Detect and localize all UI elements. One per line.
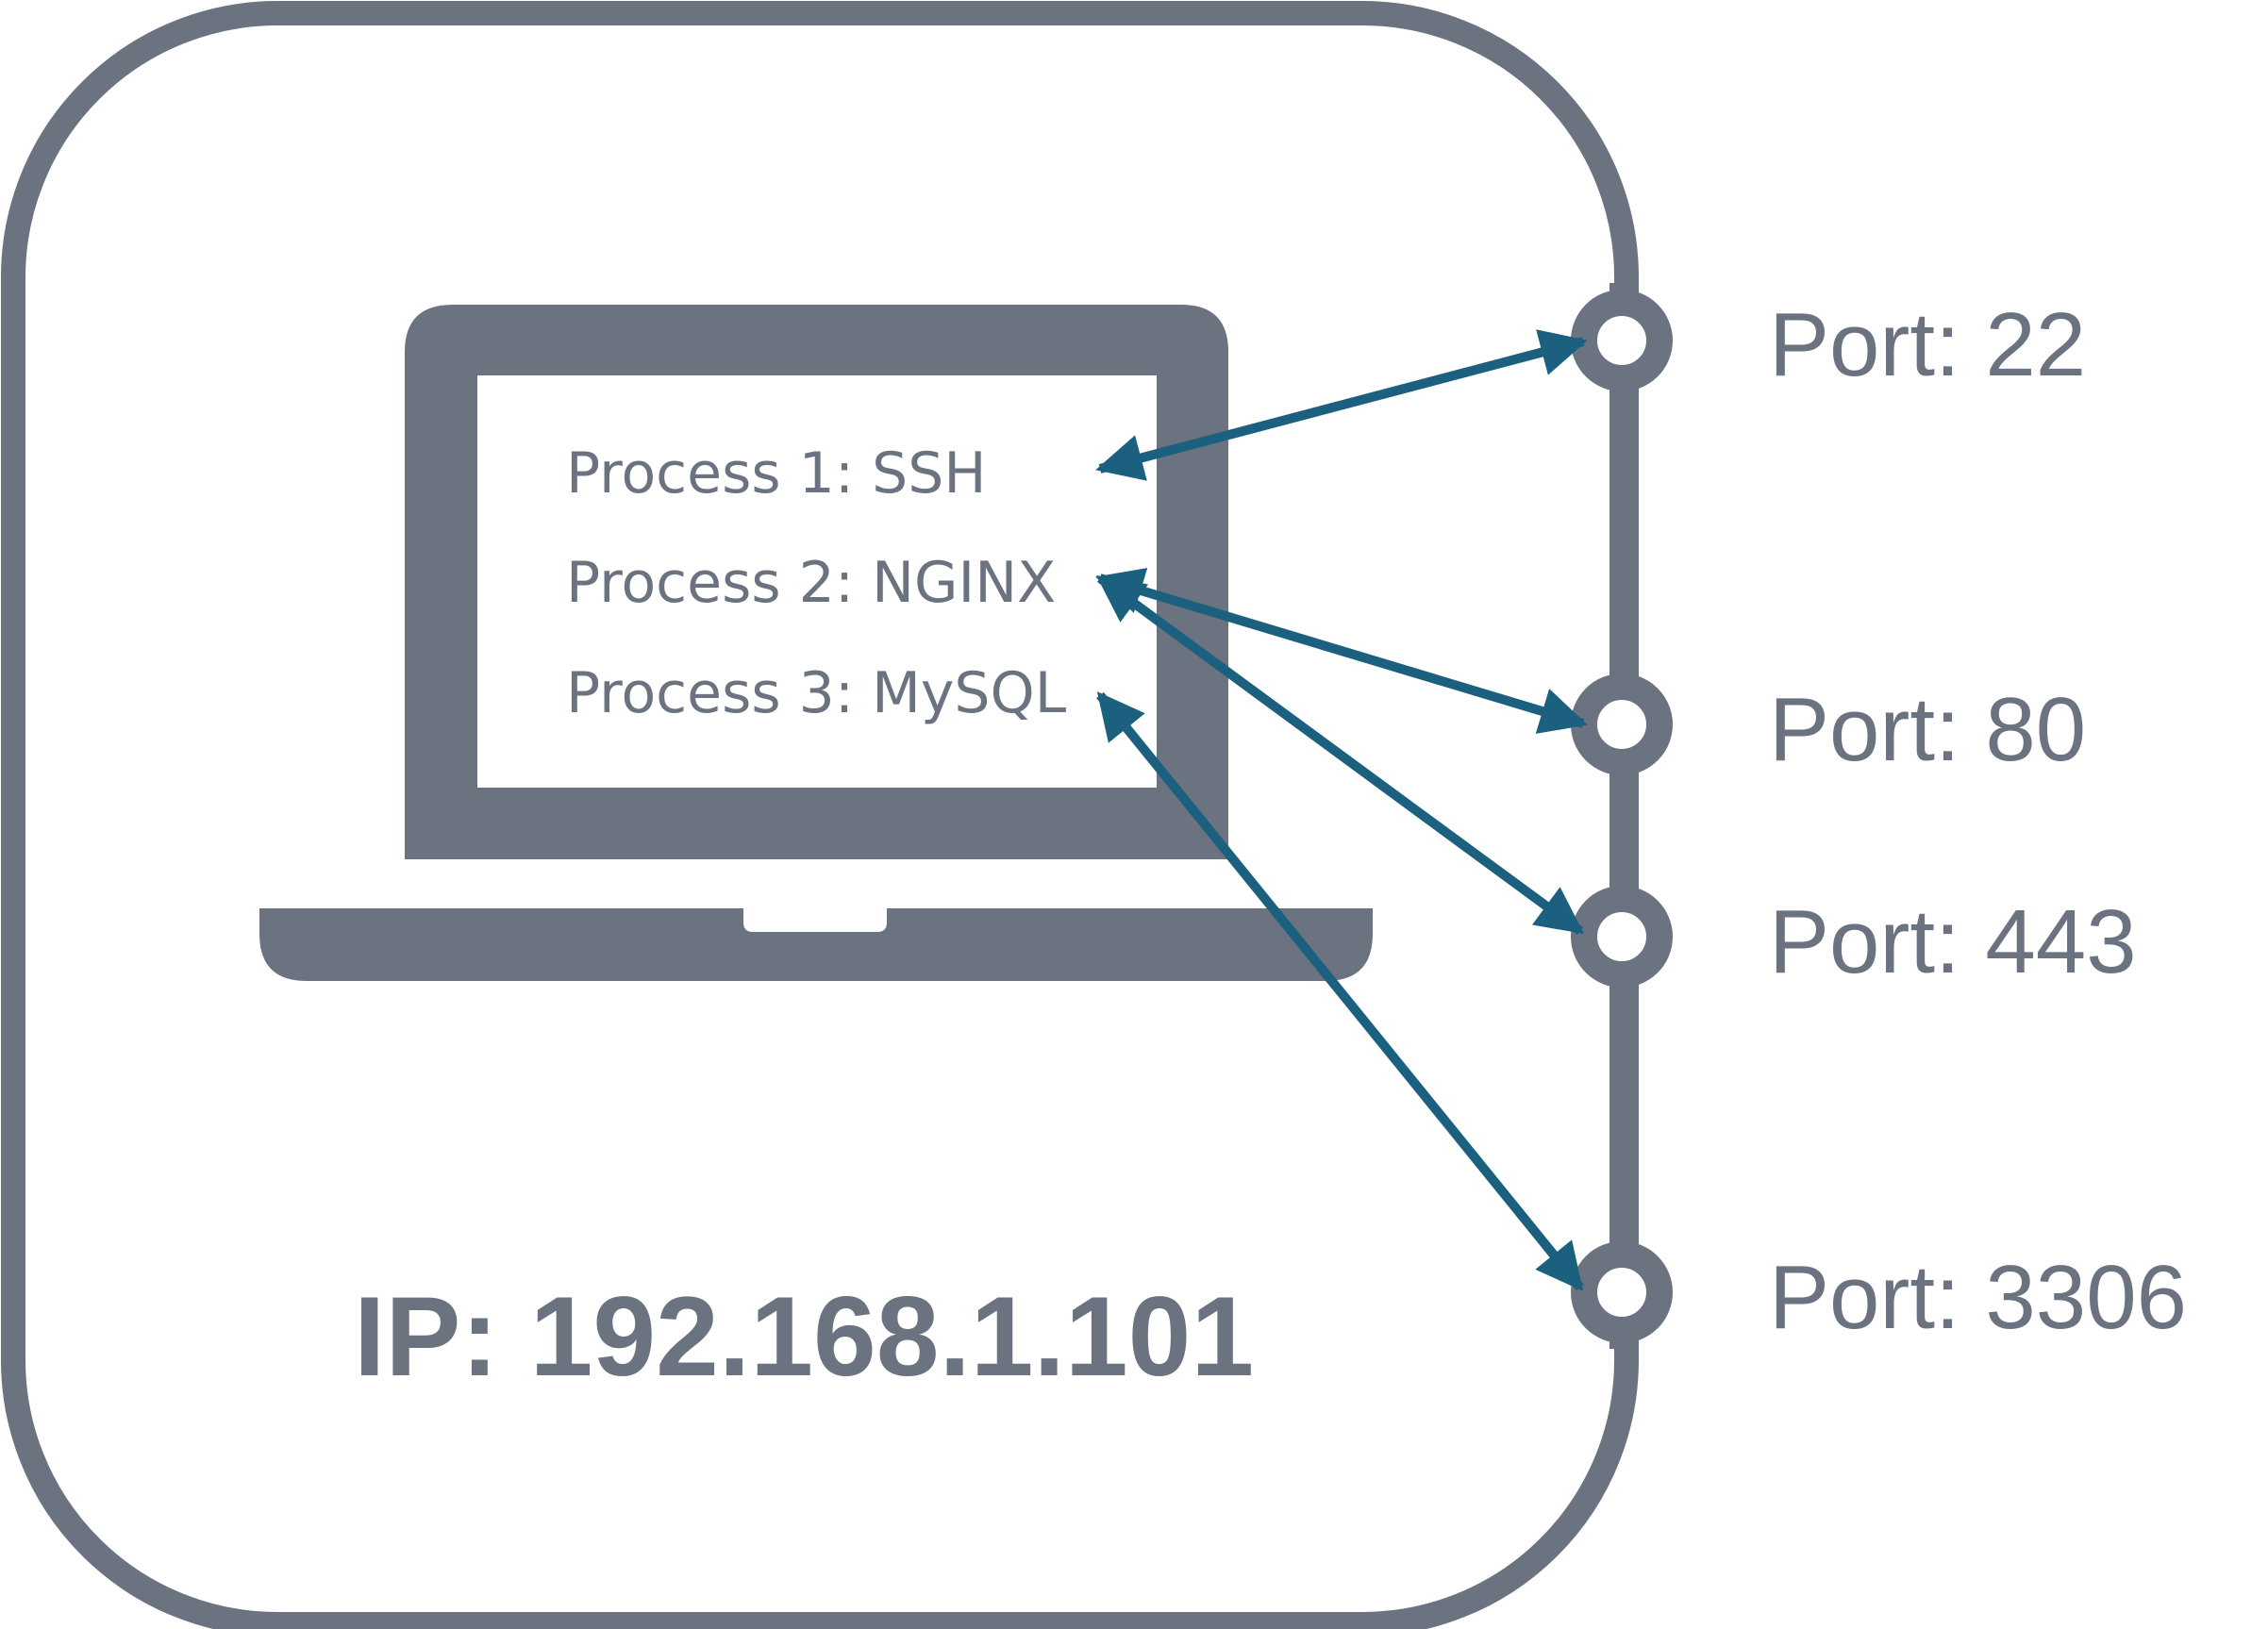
port-label-22: Port: 22	[1769, 294, 2086, 395]
connection-arrow-ssh-22	[1095, 329, 1588, 481]
host-ip-label: IP: 192.168.1.101	[354, 1273, 1254, 1400]
laptop-screen	[477, 375, 1157, 788]
connection-arrow-mysql-3306	[1096, 691, 1584, 1291]
laptop-icon	[259, 305, 1373, 981]
connection-arrows	[1095, 329, 1588, 1291]
process-label-nginx: Process 2: NGINX	[566, 550, 1056, 616]
port-node-22	[1571, 290, 1673, 391]
laptop-base	[259, 908, 1373, 981]
port-nodes	[1571, 290, 1673, 1343]
process-label-ssh: Process 1: SSH	[566, 440, 986, 507]
process-list: Process 1: SSH Process 2: NGINX Process …	[566, 440, 1067, 726]
port-label-443: Port: 443	[1769, 891, 2137, 992]
port-label-3306: Port: 3306	[1769, 1247, 2187, 1348]
port-labels: Port: 22 Port: 80 Port: 443 Port: 3306	[1769, 294, 2187, 1348]
port-node-80	[1571, 673, 1673, 775]
port-node-443	[1571, 886, 1673, 988]
port-node-3306	[1571, 1241, 1673, 1343]
port-label-80: Port: 80	[1769, 679, 2086, 780]
process-label-mysql: Process 3: MySQL	[566, 660, 1067, 726]
